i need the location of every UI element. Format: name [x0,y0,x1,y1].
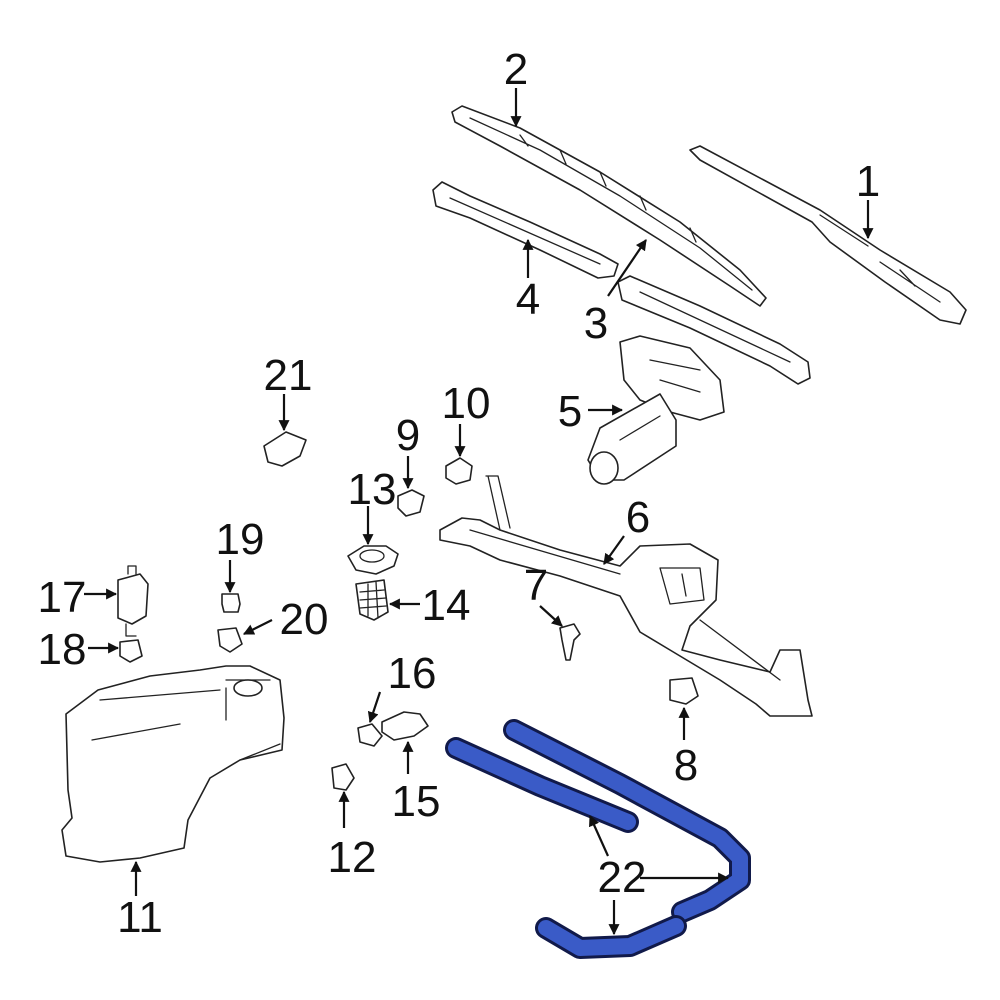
leader-16 [367,691,382,724]
part-7-bolt[interactable] [559,623,581,661]
callout-10: 10 [442,379,491,428]
callout-18: 18 [38,625,87,674]
callout-6: 6 [626,493,650,542]
leader-6 [603,535,625,565]
callout-22: 22 [598,853,647,902]
callout-4: 4 [516,275,540,324]
callout-14: 14 [422,581,471,630]
callout-5: 5 [558,387,582,436]
part-8-grommet[interactable] [669,677,699,705]
leader-7 [539,605,563,627]
callout-11: 11 [117,893,163,942]
part-4-wiper-arm[interactable] [432,181,619,279]
callout-labels: 1 2 3 4 5 6 7 8 9 10 11 12 13 14 15 16 1… [38,45,881,942]
part-10-grommet[interactable] [445,457,473,485]
part-21-nozzle[interactable] [263,431,307,467]
part-2-wiper-blade[interactable] [451,105,767,307]
part-20-clip[interactable] [217,627,243,653]
callout-3: 3 [584,299,608,348]
callout-8: 8 [674,741,698,790]
callout-12: 12 [328,833,377,882]
part-22-washer-hose[interactable] [445,719,751,959]
callout-16: 16 [388,649,437,698]
callout-15: 15 [392,777,441,826]
leader-lines [84,88,874,936]
callout-13: 13 [348,465,397,514]
part-9-nut[interactable] [397,489,425,517]
part-5-wiper-motor[interactable] [587,335,725,485]
part-14-filter[interactable] [355,579,389,621]
callout-7: 7 [524,561,548,610]
leader-22b [588,814,610,857]
callout-19: 19 [216,515,265,564]
part-17-washer-pump[interactable] [117,565,149,637]
leader-20 [243,619,273,635]
callout-9: 9 [396,411,420,460]
part-18-grommet[interactable] [119,639,143,663]
part-13-nozzle-cap[interactable] [347,545,399,575]
part-11-reservoir[interactable] [61,665,285,863]
callout-20: 20 [280,595,329,644]
callout-1: 1 [856,157,880,206]
callout-17: 17 [38,573,87,622]
part-16-grommet[interactable] [357,723,383,747]
part-6-wiper-linkage[interactable] [439,475,813,717]
callout-21: 21 [264,351,313,400]
part-1-wiper-arm[interactable] [689,145,967,325]
part-19-screw[interactable] [221,593,241,613]
callout-2: 2 [504,45,528,94]
leader-3 [607,239,647,297]
part-15-valve[interactable] [381,711,429,741]
part-12-grommet[interactable] [331,763,355,791]
part-3-wiper-arm[interactable] [617,275,811,385]
